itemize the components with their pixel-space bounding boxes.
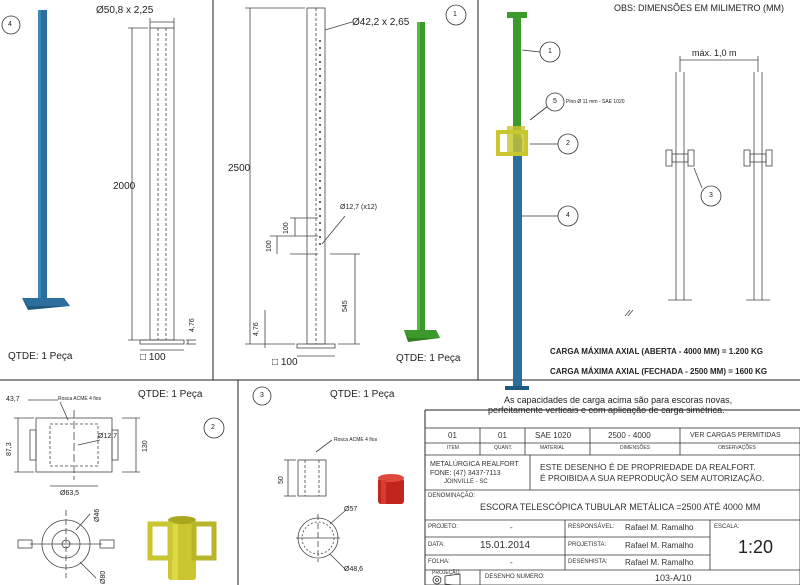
view3-dim-57: Ø57 xyxy=(344,506,358,513)
tb-desenhista: Rafael M. Ramalho xyxy=(625,558,694,567)
assembly-balloon-5: 5 xyxy=(553,98,557,105)
assembly-balloon-4: 4 xyxy=(566,212,570,219)
tb-folha-label: FOLHA: xyxy=(428,559,450,565)
view1-plate-width: □ 100 xyxy=(272,357,298,368)
tb-material: SAE 1020 xyxy=(535,431,572,440)
projection-symbol-icon xyxy=(432,573,461,585)
tb-denominacao: ESCORA TELESCÓPICA TUBULAR METÁLICA =250… xyxy=(480,502,761,512)
tb-observacoes: VER CARGAS PERMITIDAS xyxy=(690,432,781,439)
view3-dim-48-6: Ø48,6 xyxy=(344,566,364,573)
tb-desenhista-label: DESENHISTA: xyxy=(568,559,608,565)
view2-balloon: 2 xyxy=(211,424,215,431)
tb-company-city: JOINVILLE - SC xyxy=(444,479,488,485)
view2-dim-12-7: Ø12,7 xyxy=(98,433,118,440)
view1-qty: QTDE: 1 Peça xyxy=(396,353,461,364)
tb-escala-label: ESCALA: xyxy=(714,524,740,530)
tb-responsavel-label: RESPONSÁVEL: xyxy=(568,524,615,530)
view2-dim-87-3: 87,3 xyxy=(6,442,13,456)
view1-tube-2d xyxy=(245,7,360,357)
view3-dim-50: 50 xyxy=(278,476,285,484)
view3-thread: Rosca ACME 4 fios xyxy=(334,437,378,443)
view-balloons xyxy=(1,4,467,439)
view2-dim-63-5: Ø63,5 xyxy=(60,490,80,497)
tb-projeto: - xyxy=(510,523,513,532)
view3-balloon: 3 xyxy=(260,392,264,399)
view4-diameter-label: Ø50,8 x 2,25 xyxy=(96,5,154,16)
tb-projecao-label: PROJEÇÃO xyxy=(432,570,460,576)
assembly-load-open: CARGA MÁXIMA AXIAL (ABERTA - 4000 MM) = … xyxy=(550,347,763,356)
tb-notice-2: É PROIBIDA A SUA REPRODUÇÃO SEM AUTORIZA… xyxy=(540,473,765,483)
tb-folha: - xyxy=(510,558,513,567)
view2-dim-46: Ø46 xyxy=(94,508,101,522)
tb-data-label: DATA: xyxy=(428,542,445,548)
view2-yoke-2d xyxy=(14,399,140,487)
view1-height-label: 2500 xyxy=(228,163,251,174)
assembly-3d xyxy=(496,12,529,390)
assembly-balloons xyxy=(521,41,722,227)
tb-quant: 01 xyxy=(498,431,507,440)
view4-plate-width: □ 100 xyxy=(140,352,166,363)
assembly-balloon-1: 1 xyxy=(548,48,552,55)
tb-header-quant: QUANT. xyxy=(494,445,513,451)
view1-pitch-a: 100 xyxy=(283,222,290,234)
view4-height-label: 2000 xyxy=(113,181,136,192)
view2-yoke-plan xyxy=(17,510,115,579)
tb-company-phone: FONE: (47) 3437-7113 xyxy=(430,470,501,477)
view2-qty: QTDE: 1 Peça xyxy=(138,389,203,400)
title-block-grid xyxy=(424,427,800,585)
view4-balloon: 4 xyxy=(8,21,12,28)
assembly-load-closed: CARGA MÁXIMA AXIAL (FECHADA - 2500 MM) =… xyxy=(550,367,768,376)
view3-qty: QTDE: 1 Peça xyxy=(330,389,395,400)
tb-denominacao-label: DENOMINAÇÃO: xyxy=(428,493,476,499)
view3-nut-plan xyxy=(296,509,347,571)
view1-balloon: 1 xyxy=(453,11,457,18)
view2-dim-43-7: 43,7 xyxy=(6,396,20,403)
tb-header-observacoes: OBSERVAÇÕES xyxy=(718,445,756,451)
assembly-max-width: máx. 1,0 m xyxy=(692,48,737,58)
tb-company-name: METALÚRGICA REALFORT xyxy=(430,461,519,468)
tb-projetista: Rafael M. Ramalho xyxy=(625,541,694,550)
tb-item: 01 xyxy=(448,431,457,440)
tb-escala: 1:20 xyxy=(738,537,774,557)
tb-notice-1: ESTE DESENHO É DE PROPRIEDADE DA REALFOR… xyxy=(540,462,756,472)
assembly-balloon-2: 2 xyxy=(566,140,570,147)
tb-desenho: 103-A/10 xyxy=(655,573,692,583)
view2-yoke-3d xyxy=(147,516,217,580)
view1-545: 545 xyxy=(342,300,349,312)
tb-header-item: ITEM xyxy=(447,445,459,451)
tb-responsavel: Rafael M. Ramalho xyxy=(625,523,694,532)
assembly-note-1: As capacidades de carga acima são para e… xyxy=(504,395,733,405)
tb-header-material: MATERIAL xyxy=(540,445,565,451)
tb-projetista-label: PROJETISTA: xyxy=(568,542,607,548)
view3-nut-3d xyxy=(378,474,404,504)
view1-tube-3d xyxy=(404,22,440,342)
tb-desenho-label: DESENHO NUMERO: xyxy=(485,574,545,580)
assembly-obs-note: OBS: DIMENSÕES EM MILIMETRO (MM) xyxy=(614,3,785,13)
view1-hole-label: Ø12,7 (x12) xyxy=(340,204,377,211)
tb-projeto-label: PROJETO: xyxy=(428,524,458,530)
assembly-note-2: perfeitamente verticais e com aplicação … xyxy=(488,405,725,415)
view2-thread: Rosca ACME 4 fios xyxy=(58,396,102,402)
view4-plate-thickness: 4,76 xyxy=(189,318,196,332)
view4-tube-3d xyxy=(22,10,70,310)
assembly-2d xyxy=(624,56,773,317)
view1-pitch-b: 100 xyxy=(266,240,273,252)
assembly-balloon-3: 3 xyxy=(709,192,713,199)
view1-plate-thickness: 4,76 xyxy=(253,322,260,336)
view4-tube-2d xyxy=(128,18,196,351)
tb-header-dimensoes: DIMENSÕES xyxy=(620,445,651,451)
view3-nut-2d xyxy=(284,439,333,497)
view2-dim-80: Ø80 xyxy=(100,570,107,584)
tb-dimensoes: 2500 - 4000 xyxy=(608,431,651,440)
view2-dim-130: 130 xyxy=(142,440,149,452)
tb-data: 15.01.2014 xyxy=(480,540,531,551)
view1-diameter-label: Ø42,2 x 2,65 xyxy=(352,17,410,28)
assembly-pin-note: Pino Ø 11 mm - SAE 1020 xyxy=(566,99,625,105)
view4-qty: QTDE: 1 Peça xyxy=(8,351,73,362)
